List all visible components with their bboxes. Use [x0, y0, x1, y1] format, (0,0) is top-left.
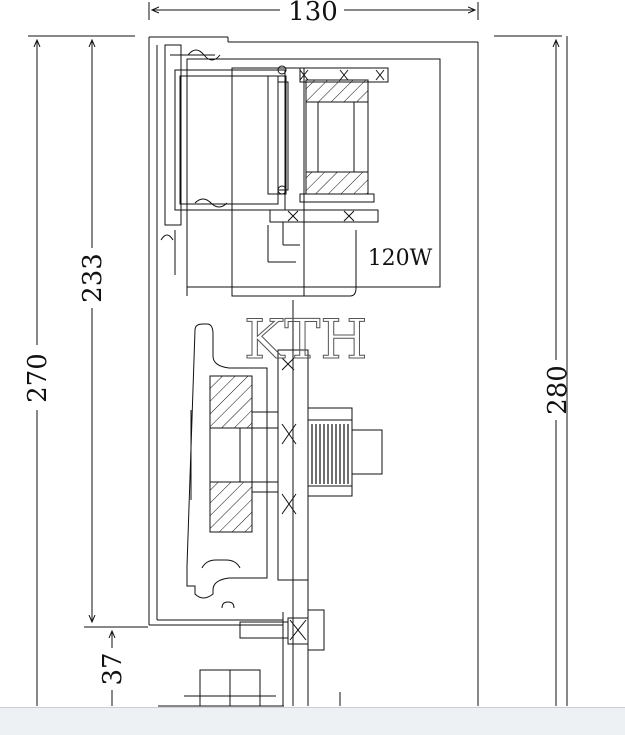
dimension-top-width	[148, 2, 479, 20]
dimension-left-outer-height	[28, 35, 135, 706]
viewer-status-bar	[0, 707, 625, 735]
motor-bearing	[299, 67, 389, 203]
housing-outline	[148, 36, 479, 706]
threaded-shaft	[307, 407, 383, 497]
dimension-label-270: 270	[23, 353, 53, 403]
watermark-logo: KTH	[244, 308, 367, 371]
motor-power-label: 120W	[368, 246, 433, 271]
dimension-right-height	[494, 35, 568, 706]
dimension-label-280: 280	[543, 365, 573, 415]
dimension-label-130: 130	[288, 0, 338, 27]
motor-flange	[267, 209, 379, 263]
dimension-label-233: 233	[78, 253, 108, 303]
dimension-left-inner-height	[84, 40, 148, 628]
motor-profile	[160, 44, 441, 297]
dimension-label-37: 37	[98, 652, 128, 685]
bottom-bolt	[158, 601, 341, 707]
